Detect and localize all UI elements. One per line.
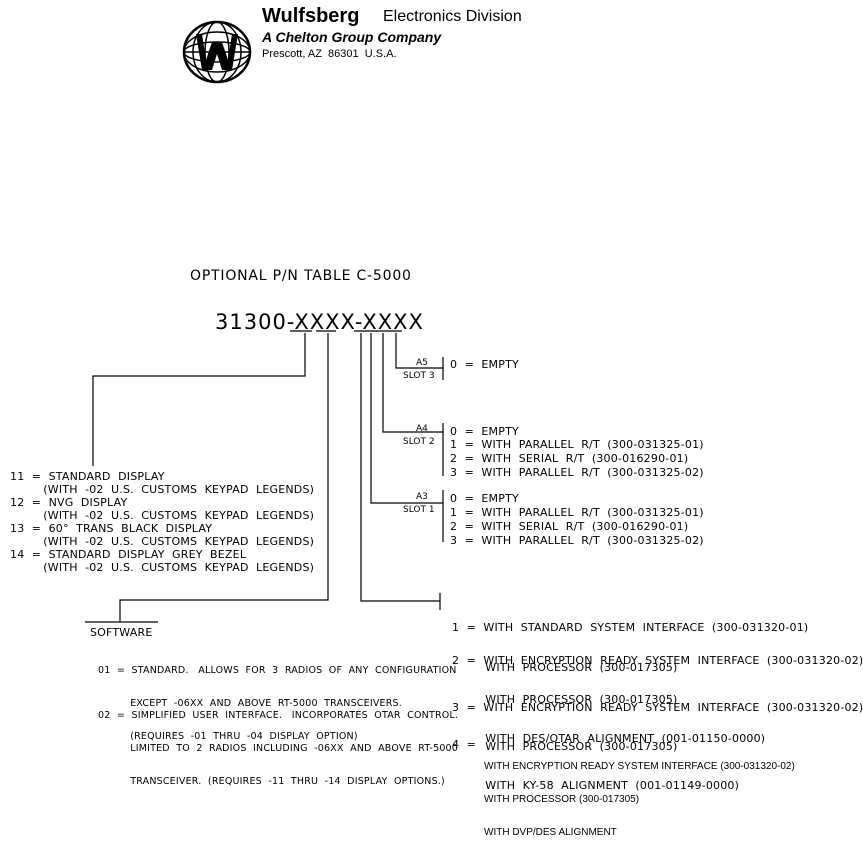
software-line: 02 = SIMPLIFIED USER INTERFACE. INCORPOR… bbox=[98, 710, 459, 721]
part-number: 31300-XXXX-XXXX bbox=[215, 310, 424, 334]
interface-line: 1 = WITH STANDARD SYSTEM INTERFACE (300-… bbox=[452, 621, 809, 634]
interface-line: WITH DVP/DES ALIGNMENT bbox=[484, 827, 617, 838]
interface-option-4: WITH ENCRYPTION READY SYSTEM INTERFACE (… bbox=[484, 739, 795, 849]
a4-option: 2 = WITH SERIAL R/T (300-016290-01) bbox=[450, 452, 689, 465]
display-option-line: 14 = STANDARD DISPLAY GREY BEZEL bbox=[10, 548, 247, 561]
software-heading: SOFTWARE bbox=[90, 626, 153, 639]
interface-line: 3 = WITH ENCRYPTION READY SYSTEM INTERFA… bbox=[452, 701, 863, 714]
a3-option: 1 = WITH PARALLEL R/T (300-031325-01) bbox=[450, 506, 704, 519]
connector-lines bbox=[85, 330, 444, 623]
software-line: (REQUIRES -01 THRU -04 DISPLAY OPTION) bbox=[98, 731, 358, 742]
company-name: A Chelton Group Company bbox=[262, 29, 442, 45]
display-option-line: 11 = STANDARD DISPLAY bbox=[10, 470, 165, 483]
software-line: TRANSCEIVER. (REQUIRES -11 THRU -14 DISP… bbox=[98, 776, 445, 787]
interface-option-4-number: 4 = bbox=[452, 738, 477, 751]
a4-slot: SLOT 2 bbox=[403, 437, 435, 447]
interface-option-3: 3 = WITH ENCRYPTION READY SYSTEM INTERFA… bbox=[452, 675, 863, 805]
display-option-line: (WITH -02 U.S. CUSTOMS KEYPAD LEGENDS) bbox=[10, 561, 315, 574]
a3-option: 2 = WITH SERIAL R/T (300-016290-01) bbox=[450, 520, 689, 533]
interface-option-1: 1 = WITH STANDARD SYSTEM INTERFACE (300-… bbox=[452, 595, 808, 687]
a4-option: 3 = WITH PARALLEL R/T (300-031325-02) bbox=[450, 466, 704, 479]
company-address: Prescott, AZ 86301 U.S.A. bbox=[262, 48, 397, 60]
a4-label: A4 bbox=[416, 424, 428, 434]
a3-label: A3 bbox=[416, 492, 428, 502]
brand-name: Wulfsberg bbox=[262, 5, 360, 27]
software-option-02: 02 = SIMPLIFIED USER INTERFACE. INCORPOR… bbox=[98, 688, 458, 798]
a4-option: 1 = WITH PARALLEL R/T (300-031325-01) bbox=[450, 438, 704, 451]
interface-line: WITH PROCESSOR (300-017305) bbox=[452, 740, 678, 753]
display-option-line: (WITH -02 U.S. CUSTOMS KEYPAD LEGENDS) bbox=[10, 483, 315, 496]
a5-slot: SLOT 3 bbox=[403, 371, 435, 381]
wulfsberg-logo bbox=[174, 2, 252, 84]
software-line: EXCEPT -06XX AND ABOVE RT-5000 TRANSCEIV… bbox=[98, 698, 402, 709]
interface-line: WITH KY-58 ALIGNMENT (001-01149-0000) bbox=[452, 779, 740, 792]
interface-option-2: 2 = WITH ENCRYPTION READY SYSTEM INTERFA… bbox=[452, 628, 863, 758]
display-option-line: (WITH -02 U.S. CUSTOMS KEYPAD LEGENDS) bbox=[10, 509, 315, 522]
display-option-line: (WITH -02 U.S. CUSTOMS KEYPAD LEGENDS) bbox=[10, 535, 315, 548]
a4-option: 0 = EMPTY bbox=[450, 425, 519, 438]
interface-line: WITH PROCESSOR (300-017305) bbox=[452, 693, 678, 706]
a3-slot: SLOT 1 bbox=[403, 505, 435, 515]
a3-option: 3 = WITH PARALLEL R/T (300-031325-02) bbox=[450, 534, 704, 547]
software-line: LIMITED TO 2 RADIOS INCLUDING -06XX AND … bbox=[98, 743, 459, 754]
interface-line: 2 = WITH ENCRYPTION READY SYSTEM INTERFA… bbox=[452, 654, 863, 667]
interface-line: WITH PROCESSOR (300-017305) bbox=[452, 661, 678, 674]
display-option-line: 13 = 60° TRANS BLACK DISPLAY bbox=[10, 522, 213, 535]
globe-w-icon bbox=[182, 20, 252, 84]
software-option-01: 01 = STANDARD. ALLOWS FOR 3 RADIOS OF AN… bbox=[98, 643, 457, 753]
display-option-line: 12 = NVG DISPLAY bbox=[10, 496, 128, 509]
table-title: OPTIONAL P/N TABLE C-5000 bbox=[190, 268, 412, 284]
interface-line: WITH DES/OTAR ALIGNMENT (001-01150-0000) bbox=[452, 732, 766, 745]
division-name: Electronics Division bbox=[383, 8, 522, 25]
software-line: 01 = STANDARD. ALLOWS FOR 3 RADIOS OF AN… bbox=[98, 665, 457, 676]
interface-line: WITH ENCRYPTION READY SYSTEM INTERFACE (… bbox=[484, 761, 795, 772]
interface-line: WITH PROCESSOR (300-017305) bbox=[484, 794, 640, 805]
a5-option: 0 = EMPTY bbox=[450, 358, 519, 371]
a3-option: 0 = EMPTY bbox=[450, 492, 519, 505]
a5-label: A5 bbox=[416, 358, 428, 368]
